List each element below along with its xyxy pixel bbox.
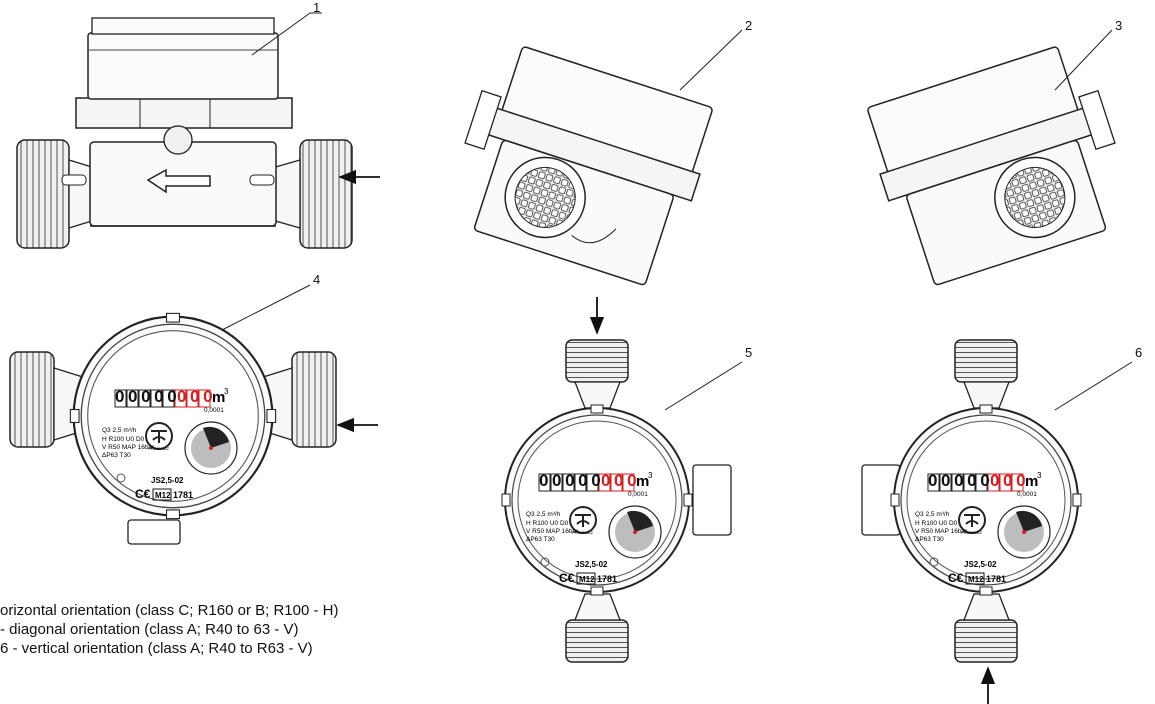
callout-5: 5 xyxy=(745,345,753,360)
resolution-label: 0,0001 xyxy=(204,407,224,414)
svg-text:3: 3 xyxy=(1037,471,1042,480)
meter-side-view-1 xyxy=(16,17,353,249)
meter-diagonal-view-2 xyxy=(464,46,713,286)
svg-text:m: m xyxy=(636,473,649,490)
svg-text:3: 3 xyxy=(224,387,229,396)
svg-text:H R100 U0 D0: H R100 U0 D0 xyxy=(102,436,145,443)
svg-text:C€: C€ xyxy=(559,571,575,585)
svg-text:00000: 00000 xyxy=(539,471,604,490)
svg-text:ΔP63 T30: ΔP63 T30 xyxy=(526,536,555,543)
meter-diagonal-view-3 xyxy=(867,46,1116,286)
svg-text:M12: M12 xyxy=(968,575,984,584)
counter-red-digits: 000 xyxy=(177,387,216,406)
svg-text:POWOGAZ: POWOGAZ xyxy=(572,530,593,535)
unit-label: m xyxy=(212,389,225,406)
svg-text:0,0001: 0,0001 xyxy=(1017,491,1037,498)
callout-3: 3 xyxy=(1115,18,1123,33)
svg-text:000: 000 xyxy=(990,471,1029,490)
svg-text:0,0001: 0,0001 xyxy=(628,491,648,498)
meter-texts-5: 00000 000 m 3 0,0001 Q3 2,5 m³/h H R100 … xyxy=(526,471,653,585)
svg-text:JS2,5-02: JS2,5-02 xyxy=(575,560,608,569)
legend-line-vertical: 6 - vertical orientation (class A; R40 t… xyxy=(0,640,313,657)
svg-text:Q3 2,5 m³/h: Q3 2,5 m³/h xyxy=(915,511,950,518)
svg-text:M12: M12 xyxy=(155,491,171,500)
svg-text:Q3 2,5 m³/h: Q3 2,5 m³/h xyxy=(102,427,137,434)
callout-2: 2 xyxy=(745,18,753,33)
svg-text:C€: C€ xyxy=(948,571,964,585)
svg-text:H R100 U0 D0: H R100 U0 D0 xyxy=(915,520,958,527)
meter-front-view-6 xyxy=(861,339,1082,663)
counter-black-digits: 00000 xyxy=(115,387,180,406)
meter-front-view-4 xyxy=(9,312,337,545)
svg-text:C€: C€ xyxy=(135,487,151,501)
svg-text:ΔP63 T30: ΔP63 T30 xyxy=(102,452,131,459)
legend-line-diagonal: - diagonal orientation (class A; R40 to … xyxy=(0,621,299,638)
callout-4: 4 xyxy=(313,272,321,287)
svg-text:00000: 00000 xyxy=(928,471,993,490)
callout-1: 1 xyxy=(313,0,321,15)
svg-text:000: 000 xyxy=(601,471,640,490)
svg-text:POWOGAZ: POWOGAZ xyxy=(148,446,169,451)
svg-text:m: m xyxy=(1025,473,1038,490)
svg-text:H R100 U0 D0: H R100 U0 D0 xyxy=(526,520,569,527)
legend-line-horizontal: orizontal orientation (class C; R160 or … xyxy=(0,602,339,619)
svg-text:POWOGAZ: POWOGAZ xyxy=(961,530,982,535)
svg-text:1781: 1781 xyxy=(173,490,193,500)
svg-text:V R50 MAP 16bar: V R50 MAP 16bar xyxy=(102,444,155,451)
meter-texts-6: 00000 000 m 3 0,0001 Q3 2,5 m³/h H R100 … xyxy=(915,471,1042,585)
model-label: JS2,5-02 xyxy=(151,476,184,485)
svg-text:3: 3 xyxy=(648,471,653,480)
svg-text:JS2,5-02: JS2,5-02 xyxy=(964,560,997,569)
svg-text:Q3 2,5 m³/h: Q3 2,5 m³/h xyxy=(526,511,561,518)
svg-text:V R50 MAP 16bar: V R50 MAP 16bar xyxy=(915,528,968,535)
svg-text:M12: M12 xyxy=(579,575,595,584)
orientation-legend: orizontal orientation (class C; R160 or … xyxy=(0,601,338,658)
svg-text:V R50 MAP 16bar: V R50 MAP 16bar xyxy=(526,528,579,535)
callout-6: 6 xyxy=(1135,345,1143,360)
svg-text:1781: 1781 xyxy=(597,574,617,584)
meter-texts-4: 00000 000 m 3 0,0001 Q3 2,5 m³/h H R100 … xyxy=(102,387,229,501)
svg-text:1781: 1781 xyxy=(986,574,1006,584)
meter-front-view-5 xyxy=(501,339,732,663)
svg-text:ΔP63 T30: ΔP63 T30 xyxy=(915,536,944,543)
